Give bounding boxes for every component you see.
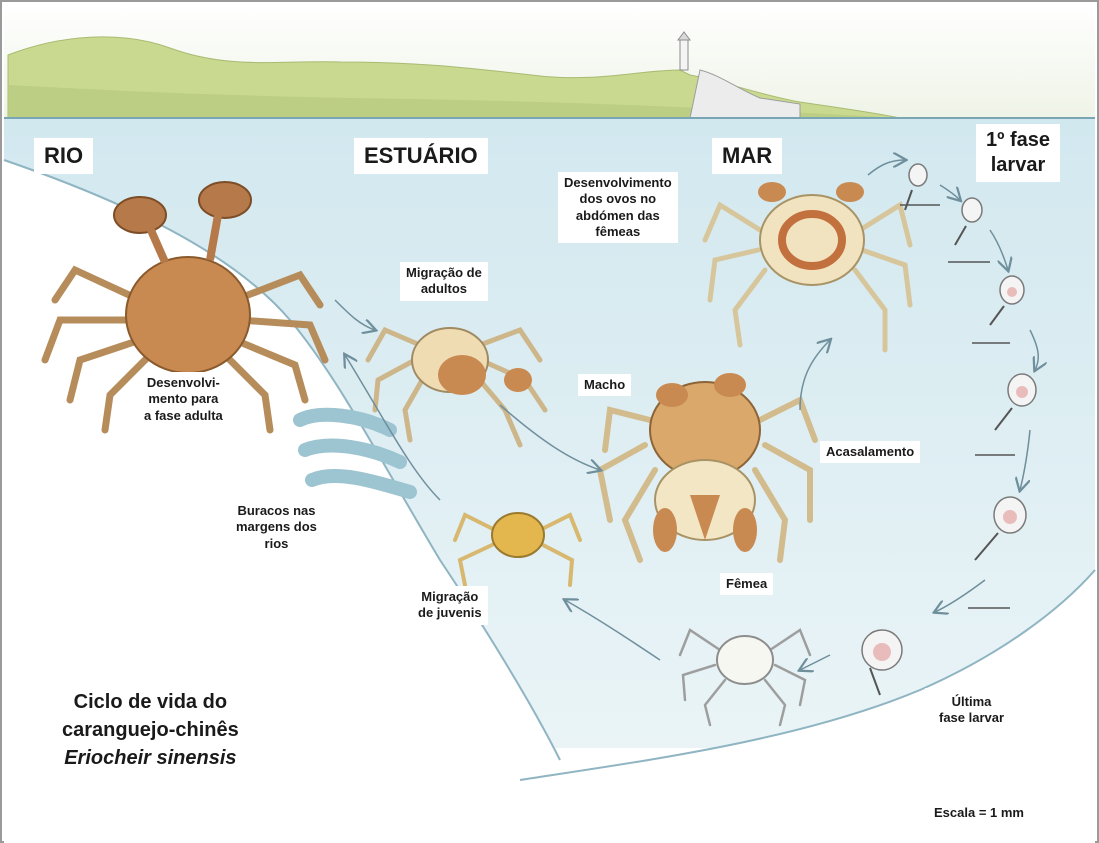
juvenile-migration-line-2: de juvenis [418,605,482,621]
first-larval-line-1: 1º fase [986,128,1050,153]
burrows-line-2: margens dos [236,519,317,535]
label-mating: Acasalamento [820,441,920,463]
title-scientific-name: Eriocheir sinensis [62,744,239,772]
diagram-title: Ciclo de vida do caranguejo-chinês Erioc… [62,688,239,772]
label-juvenile-migration: Migração de juvenis [412,586,488,625]
juvenile-migration-line-1: Migração [418,589,482,605]
adult-migration-line-2: adultos [406,281,482,297]
last-larval-line-1: Última [939,694,1004,710]
label-last-larval-stage: Última fase larvar [925,688,1018,733]
burrows-line-3: rios [236,536,317,552]
zone-label-river: RIO [34,138,93,174]
label-river-burrows: Buracos nas margens dos rios [230,500,323,555]
adult-migration-line-1: Migração de [406,265,482,281]
first-larval-line-2: larvar [986,153,1050,178]
adult-development-line-1: Desenvolvi- [144,375,223,391]
adult-development-line-2: mento para [144,391,223,407]
zone-label-estuary: ESTUÁRIO [354,138,488,174]
label-egg-development: Desenvolvimento dos ovos no abdómen das … [558,172,678,243]
burrows-line-1: Buracos nas [236,503,317,519]
title-line-2: caranguejo-chinês [62,716,239,744]
eggs-line-2: dos ovos no [564,191,672,207]
label-adult-development: Desenvolvi- mento para a fase adulta [138,372,229,427]
lighthouse [680,40,688,70]
label-male: Macho [578,374,631,396]
eggs-line-3: abdómen das [564,208,672,224]
label-female: Fêmea [720,573,773,595]
zone-label-sea: MAR [712,138,782,174]
eggs-line-4: fêmeas [564,224,672,240]
last-larval-line-2: fase larvar [939,710,1004,726]
label-scale: Escala = 1 mm [928,802,1030,824]
label-adult-migration: Migração de adultos [400,262,488,301]
eggs-line-1: Desenvolvimento [564,175,672,191]
adult-development-line-3: a fase adulta [144,408,223,424]
label-first-larval-stage: 1º fase larvar [976,124,1060,182]
title-line-1: Ciclo de vida do [62,688,239,716]
